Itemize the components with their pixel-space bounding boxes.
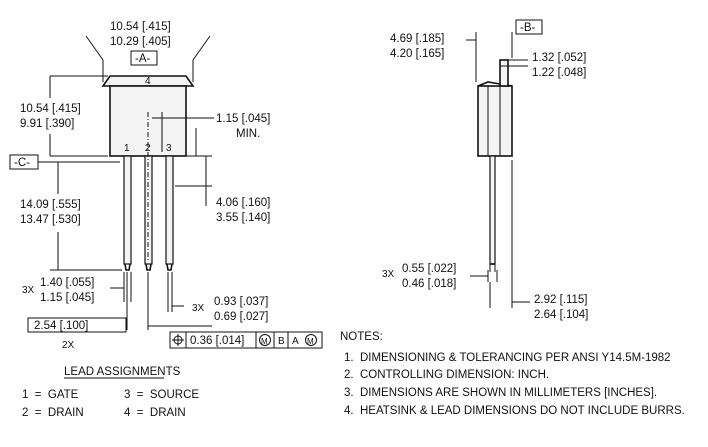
lead-standoff-min: 3.55 [.140] (216, 212, 270, 224)
datum-b-ref: B (278, 336, 285, 347)
lead-3 (165, 155, 174, 265)
lead-tip-min: 0.69 [.027] (214, 311, 268, 323)
side-view: 4.69 [.185] 4.20 [.165] -B- 1.32 [.052] … (382, 19, 588, 321)
front-view: 10.54 [.415] 10.29 [.405] -A- 4 10.54 [.… (9, 21, 323, 351)
note-1: 1. DIMENSIONING & TOLERANCING PER ANSI Y… (344, 352, 671, 364)
datum-a-ref: A (292, 336, 299, 347)
side-body (477, 85, 513, 157)
note-3: 3. DIMENSIONS ARE SHOWN IN MILLIMETERS [… (344, 387, 657, 399)
lead-assignment-3: 3 = SOURCE (124, 389, 199, 401)
side-thickness-min: 4.20 [.165] (390, 48, 444, 60)
side-tab (499, 59, 509, 87)
lead-thick-count: 3X (382, 269, 395, 280)
lead-width-count: 3X (22, 285, 35, 296)
front-width-max: 10.54 [.415] (110, 21, 171, 33)
lead-length-max: 14.09 [.555] (20, 199, 81, 211)
offset-max: 2.92 [.115] (534, 294, 588, 306)
front-height-max: 10.54 [.415] (20, 103, 81, 115)
lead-assignments-title: LEAD ASSIGNMENTS (64, 366, 181, 378)
pin-label-1: 1 (124, 143, 130, 154)
lead-assignment-2: 2 = DRAIN (22, 407, 84, 419)
svg-text:M: M (261, 337, 268, 346)
offset-min: 2.64 [.104] (534, 309, 588, 321)
lead-tip-max: 0.93 [.037] (214, 296, 268, 308)
side-tab-max: 1.32 [.052] (532, 52, 586, 64)
svg-text:M: M (307, 337, 314, 346)
tab-pin-number: 4 (145, 76, 151, 87)
note-2: 2. CONTROLLING DIMENSION: INCH. (344, 369, 549, 381)
lead-pitch-count: 2X (62, 340, 75, 351)
side-tab-min: 1.22 [.048] (532, 67, 586, 79)
front-width-min: 10.29 [.405] (110, 36, 171, 48)
lead-assignment-4: 4 = DRAIN (124, 407, 186, 419)
note-4: 4. HEATSINK & LEAD DIMENSIONS DO NOT INC… (344, 405, 685, 417)
tab-thickness-note: MIN. (236, 128, 260, 140)
lead-width-min: 1.15 [.045] (40, 292, 94, 304)
notes: NOTES: 1. DIMENSIONING & TOLERANCING PER… (340, 331, 685, 417)
mmc-modifier-icon (259, 334, 271, 346)
tab-thickness: 1.15 [.045] (216, 113, 270, 125)
pin-label-2: 2 (145, 143, 151, 154)
side-lead (489, 155, 496, 265)
datum-a-label: -A- (135, 53, 151, 65)
lead-width-max: 1.40 [.055] (40, 277, 94, 289)
pin-label-3: 3 (166, 143, 172, 154)
lead-thick-min: 0.46 [.018] (402, 278, 456, 290)
lead-assignments: LEAD ASSIGNMENTS 1 = GATE 3 = SOURCE 2 =… (22, 366, 199, 419)
front-height-min: 9.91 [.390] (20, 118, 74, 130)
lead-assignment-1: 1 = GATE (22, 389, 79, 401)
lead-1 (123, 155, 132, 265)
lead-length-min: 13.47 [.530] (20, 214, 81, 226)
notes-title: NOTES: (340, 331, 383, 343)
datum-c-label: -C- (14, 157, 30, 169)
lead-pitch: 2.54 [.100] (34, 320, 88, 332)
lead-thick-max: 0.55 [.022] (402, 263, 456, 275)
side-thickness-max: 4.69 [.185] (390, 33, 444, 45)
position-tolerance-frame: 0.36 [.014] M B A M (169, 331, 323, 349)
datum-b-label: -B- (520, 22, 536, 34)
tolerance-value: 0.36 [.014] (190, 335, 244, 347)
mmc-modifier-a-icon (305, 334, 317, 346)
lead-tip-count: 3X (192, 303, 205, 314)
lead-standoff-max: 4.06 [.160] (216, 197, 270, 209)
